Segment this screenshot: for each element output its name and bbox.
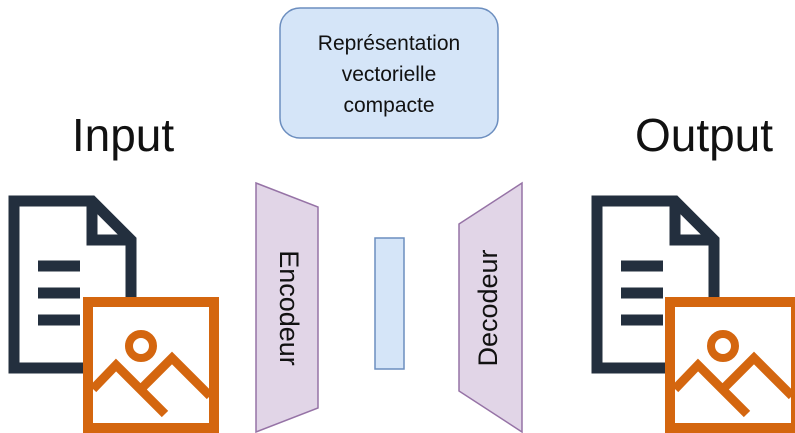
latent-box-line-2: vectorielle: [342, 63, 437, 86]
decoder-label: Decodeur: [473, 249, 503, 366]
latent-box-shape: [279, 7, 499, 139]
output-image-icon: [665, 297, 795, 433]
input-label: Input: [72, 109, 175, 161]
encoder-block: Encodeur: [255, 181, 319, 433]
input-image-icon: [83, 297, 219, 433]
decoder-shape: [458, 181, 523, 433]
latent-vector-bar: [374, 237, 405, 370]
latent-box-line-1: Représentation: [318, 32, 460, 55]
encoder-shape: [255, 181, 319, 433]
latent-representation-box: Représentation vectorielle compacte: [279, 7, 499, 139]
encoder-label: Encodeur: [274, 250, 304, 366]
latent-box-line-3: compacte: [343, 94, 434, 117]
output-label: Output: [635, 109, 773, 161]
decoder-block: Decodeur: [458, 181, 523, 433]
